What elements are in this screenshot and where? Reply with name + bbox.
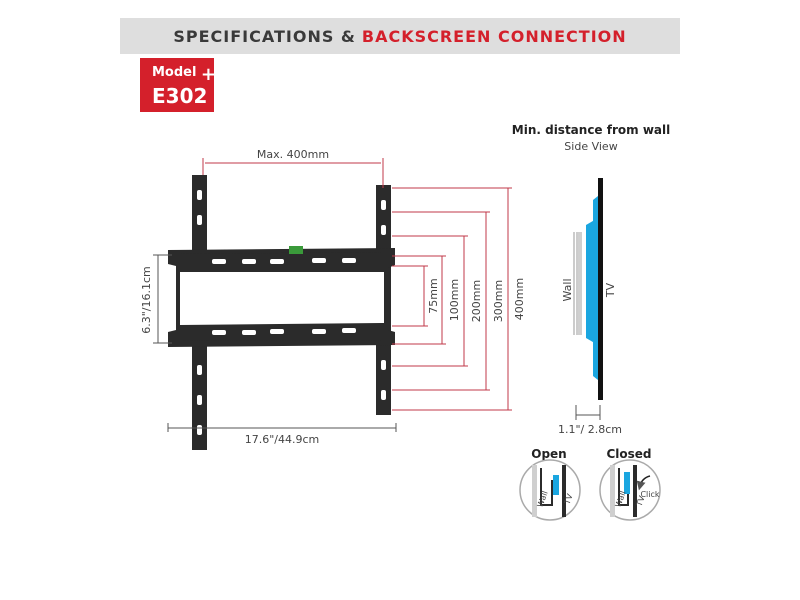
width-label: 17.6"/44.9cm (245, 433, 320, 446)
model-badge: Model E302 + (140, 58, 216, 112)
vesa-label-200: 200mm (470, 280, 483, 322)
vesa-label-300: 300mm (492, 280, 505, 322)
max-width-label: Max. 400mm (257, 148, 329, 161)
page-header: SPECIFICATIONS & BACKSCREEN CONNECTION (120, 18, 680, 54)
side-tv-label: TV (604, 282, 617, 298)
vesa-labels: 75mm 100mm 200mm 300mm 400mm (427, 278, 526, 322)
side-view-title: Min. distance from wall (512, 123, 670, 137)
open-tv-label: TV (562, 492, 575, 506)
open-label: Open (531, 447, 566, 461)
max-width-dimension: Max. 400mm (202, 148, 384, 188)
vesa-label-75: 75mm (427, 278, 440, 313)
closed-tv-label: TV (634, 494, 647, 508)
vesa-label-400: 400mm (513, 278, 526, 320)
lock-closed-view (599, 459, 661, 521)
header-title-dark: SPECIFICATIONS & (173, 26, 356, 46)
click-label: Click (640, 490, 659, 499)
width-dimension: 17.6"/44.9cm (167, 423, 397, 446)
height-dimension: 6.3"/16.1cm (140, 254, 172, 344)
wall-bracket-front (168, 175, 395, 450)
vesa-dimensions (392, 187, 512, 411)
plus-icon: + (200, 64, 216, 85)
closed-label: Closed (606, 447, 651, 461)
side-view-subtitle: Side View (564, 140, 617, 153)
model-code: E302 (152, 84, 208, 108)
header-title-red: BACKSCREEN CONNECTION (361, 26, 627, 46)
model-word: Model (152, 65, 197, 80)
lock-open-view (519, 459, 581, 521)
height-label: 6.3"/16.1cm (140, 266, 153, 334)
side-wall-label: Wall (561, 278, 574, 301)
side-view-drawing (573, 178, 603, 420)
side-distance-label: 1.1"/ 2.8cm (558, 423, 622, 436)
click-arrow-icon (636, 475, 651, 491)
vesa-label-100: 100mm (448, 279, 461, 321)
